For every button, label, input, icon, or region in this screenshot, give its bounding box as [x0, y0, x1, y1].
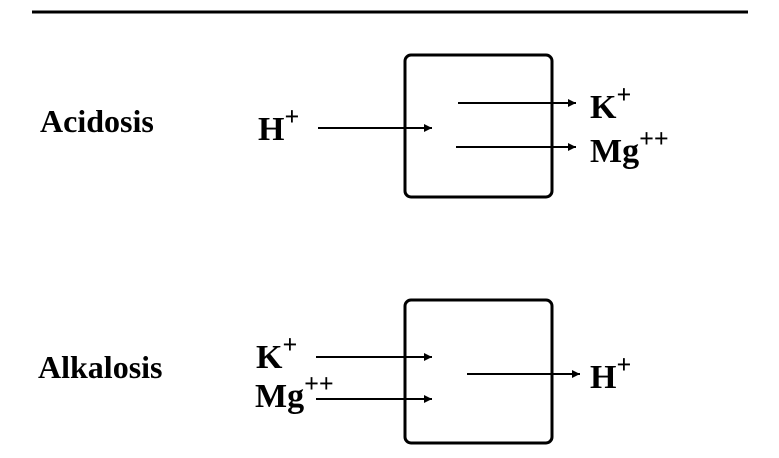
acidosis-outflow-mg-symbol: Mg	[590, 133, 639, 170]
alkalosis-inflow-mg-charge: ++	[304, 369, 334, 398]
acidosis-outflow-k-label: K+	[590, 80, 631, 126]
alkalosis-label: Alkalosis	[38, 349, 162, 385]
alkalosis-inflow-k-symbol: K	[256, 339, 283, 376]
acidosis-outflow-k-charge: +	[616, 80, 631, 109]
acidosis-label: Acidosis	[40, 103, 154, 139]
alkalosis-panel: Alkalosis K+ Mg++ H+	[38, 298, 631, 445]
acidosis-inflow-h-symbol: H	[258, 111, 284, 148]
alkalosis-outflow-h-label: H+	[590, 350, 631, 396]
alkalosis-cell-box	[403, 298, 554, 445]
alkalosis-inflow-k-charge: +	[282, 330, 297, 359]
alkalosis-outflow-h-symbol: H	[590, 359, 616, 396]
acidosis-outflow-mg-charge: ++	[639, 124, 669, 153]
alkalosis-outflow-h-charge: +	[616, 350, 631, 379]
acidosis-outflow-mg-label: Mg++	[590, 124, 669, 170]
alkalosis-inflow-k-label: K+	[256, 330, 297, 376]
alkalosis-inflow-mg-label: Mg++	[255, 369, 334, 415]
acidosis-inflow-h-charge: +	[284, 102, 299, 131]
acidosis-panel: Acidosis H+ K+ Mg++	[40, 53, 669, 199]
acidosis-outflow-k-symbol: K	[590, 89, 617, 126]
alkalosis-inflow-mg-symbol: Mg	[255, 378, 304, 415]
acidosis-cell-box	[403, 53, 554, 199]
acidosis-inflow-h-label: H+	[258, 102, 299, 148]
